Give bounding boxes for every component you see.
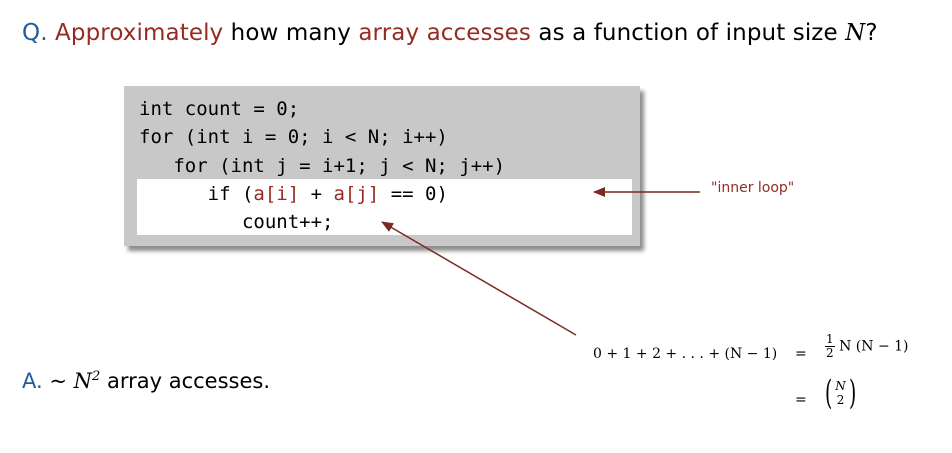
answer-variable: N xyxy=(73,369,92,393)
formula-lhs: 0 + 1 + 2 + . . . + (N − 1) xyxy=(593,346,778,362)
answer-tilde: ~ xyxy=(42,369,74,393)
inner-loop-label: "inner loop" xyxy=(711,180,795,196)
code-if-close: == 0) xyxy=(379,183,448,205)
formula-frac-den: 2 xyxy=(826,346,834,361)
formula-frac-num: 1 xyxy=(825,332,835,348)
code-line-2: for (int i = 0; i < N; i++) xyxy=(139,126,448,148)
code-line-4: if (a[i] + a[j] == 0) xyxy=(139,183,448,205)
formula-equals-2: = xyxy=(795,392,807,408)
binom-top: N xyxy=(835,378,846,393)
formula-arrow xyxy=(381,221,577,336)
code-line-5: count++; xyxy=(139,211,334,233)
question-mark: ? xyxy=(865,20,878,46)
formula-equals-1: = xyxy=(795,346,807,362)
code-line-3: for (int j = i+1; j < N; j++) xyxy=(139,155,506,177)
formula-rhs1-text: N (N − 1) xyxy=(839,338,909,355)
code-array-access-j: a[j] xyxy=(333,183,380,205)
binom-bottom: 2 xyxy=(836,393,845,407)
question-prefix: Q. xyxy=(22,20,48,46)
code-plus: + xyxy=(299,183,334,205)
answer-prefix: A. xyxy=(22,369,43,393)
code-line-1: int count = 0; xyxy=(139,98,300,120)
question-text-1: how many xyxy=(223,20,359,46)
question-keyword-array-accesses: array accesses xyxy=(358,20,532,46)
question-line: Q. Approximately how many array accesses… xyxy=(22,20,878,46)
answer-line: A. ~ N2 array accesses. xyxy=(22,369,270,393)
formula-fraction: 1 2 xyxy=(825,332,835,361)
code-if-open: if ( xyxy=(139,183,254,205)
answer-text: array accesses. xyxy=(100,369,270,393)
question-keyword-approximately: Approximately xyxy=(55,20,224,46)
code-array-access-i: a[i] xyxy=(253,183,300,205)
answer-exponent: 2 xyxy=(92,369,101,384)
formula-binomial: ( N 2 ) xyxy=(824,373,857,413)
formula-rhs-1: 1 2 N (N − 1) xyxy=(825,332,909,361)
question-variable: N xyxy=(845,20,866,46)
question-text-2: as a function of input size xyxy=(531,20,846,46)
